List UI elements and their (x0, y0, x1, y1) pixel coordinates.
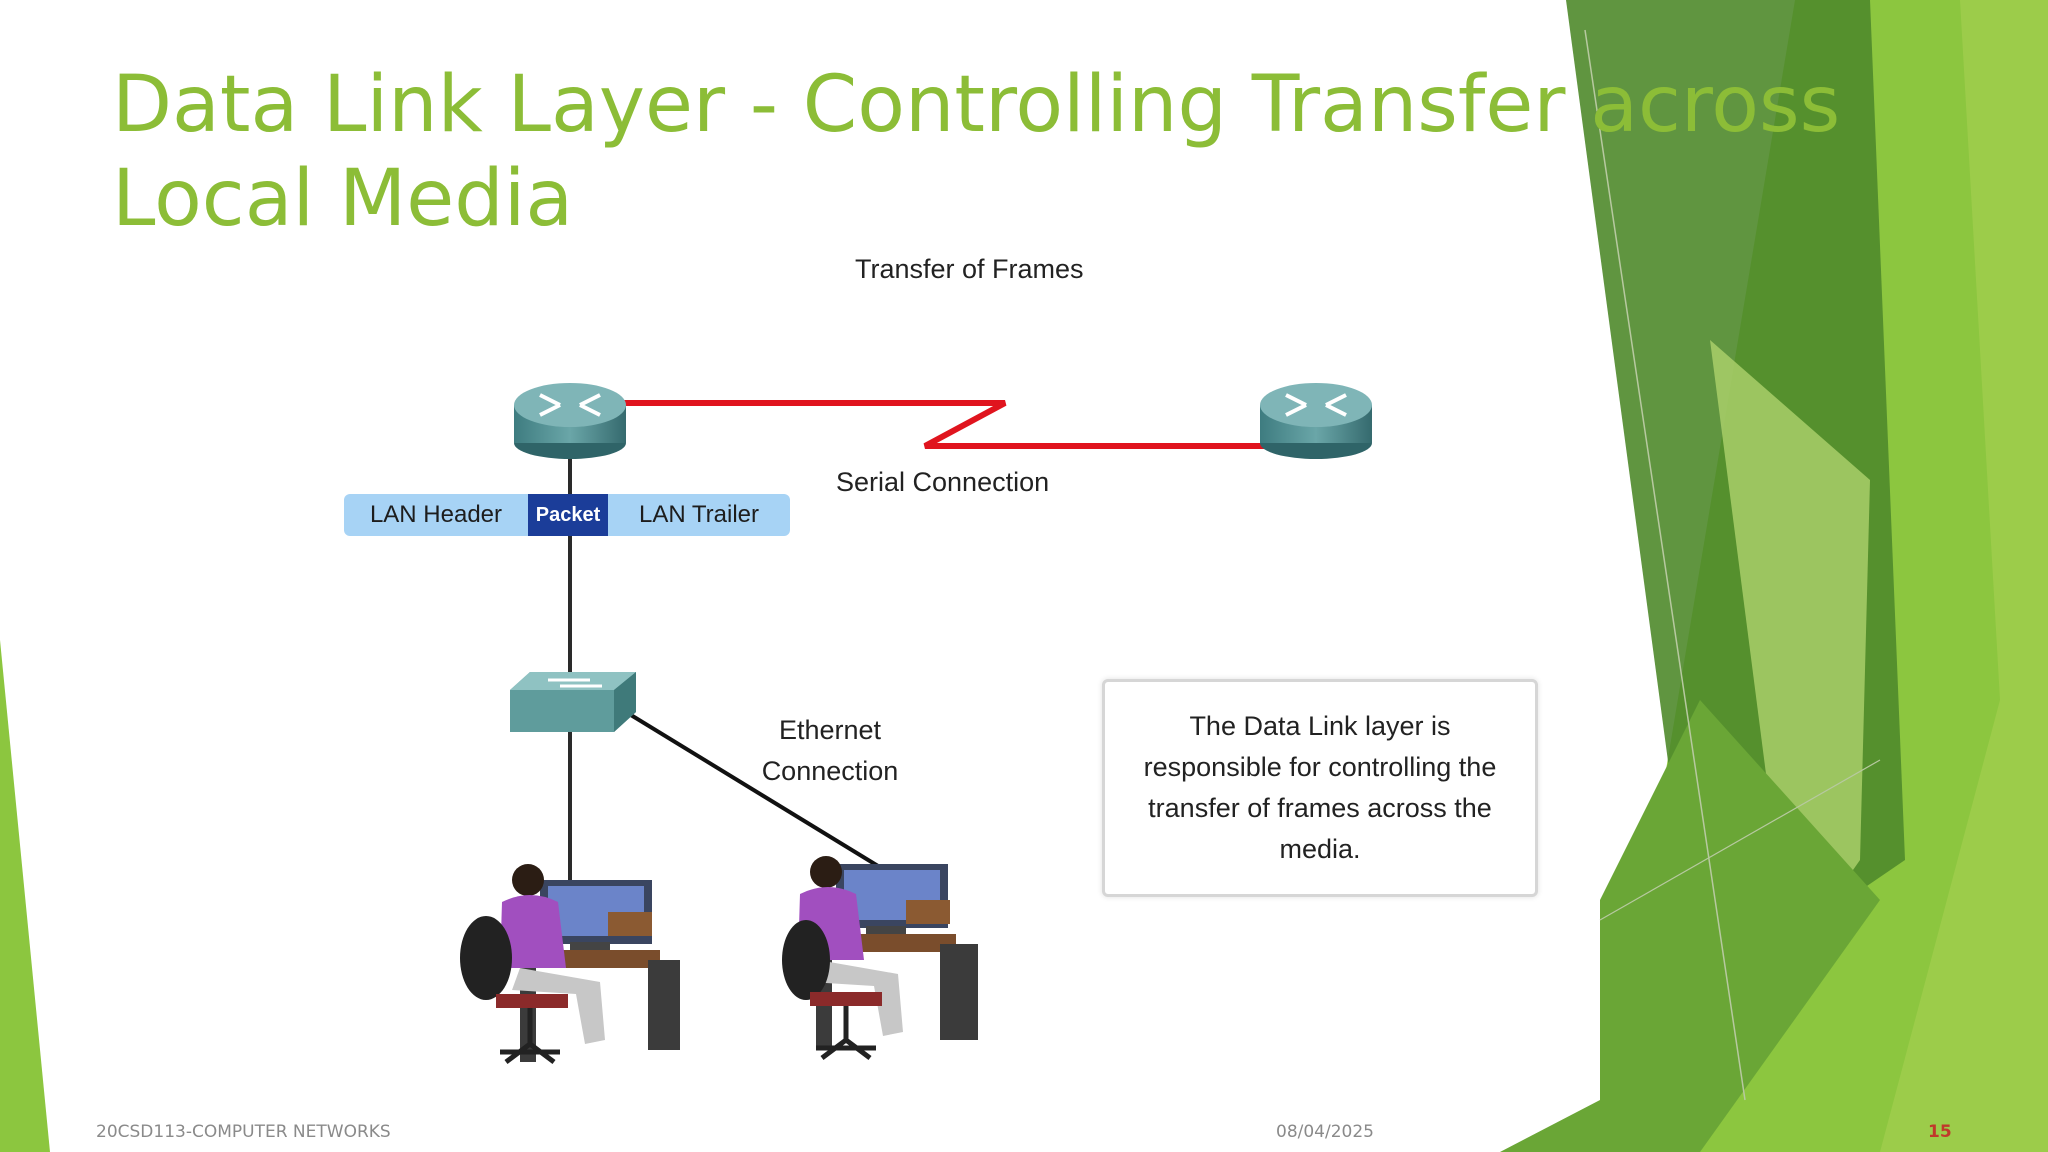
lan-header-segment: LAN Header (344, 494, 528, 536)
ethernet-connection-line (624, 710, 880, 868)
footer-course: 20CSD113-COMPUTER NETWORKS (96, 1122, 391, 1142)
serial-connection-label: Serial Connection (836, 467, 1050, 497)
callout-text: The Data Link layer is responsible for c… (1143, 711, 1497, 864)
serial-connection-line (622, 400, 1268, 449)
ethernet-label-line1: Ethernet (778, 715, 882, 745)
workstation-icon (782, 856, 978, 1060)
ethernet-label-line2: Connection (761, 756, 899, 786)
packet-segment: Packet (528, 494, 608, 536)
ethernet-connection-label: Ethernet Connection (760, 710, 900, 792)
switch-icon (510, 672, 636, 732)
router-icon (514, 383, 626, 459)
footer-date: 08/04/2025 (1276, 1122, 1374, 1142)
callout-box: The Data Link layer is responsible for c… (1102, 679, 1538, 897)
workstation-icon (460, 864, 680, 1064)
slide-title: Data Link Layer - Controlling Transfer a… (112, 60, 1841, 244)
router-icon (1260, 383, 1372, 459)
frame-structure: LAN Header Packet LAN Trailer (344, 494, 790, 536)
diagram-heading: Transfer of Frames (855, 254, 1084, 284)
lan-trailer-segment: LAN Trailer (608, 494, 790, 536)
slide-number: 15 (1928, 1122, 1952, 1142)
